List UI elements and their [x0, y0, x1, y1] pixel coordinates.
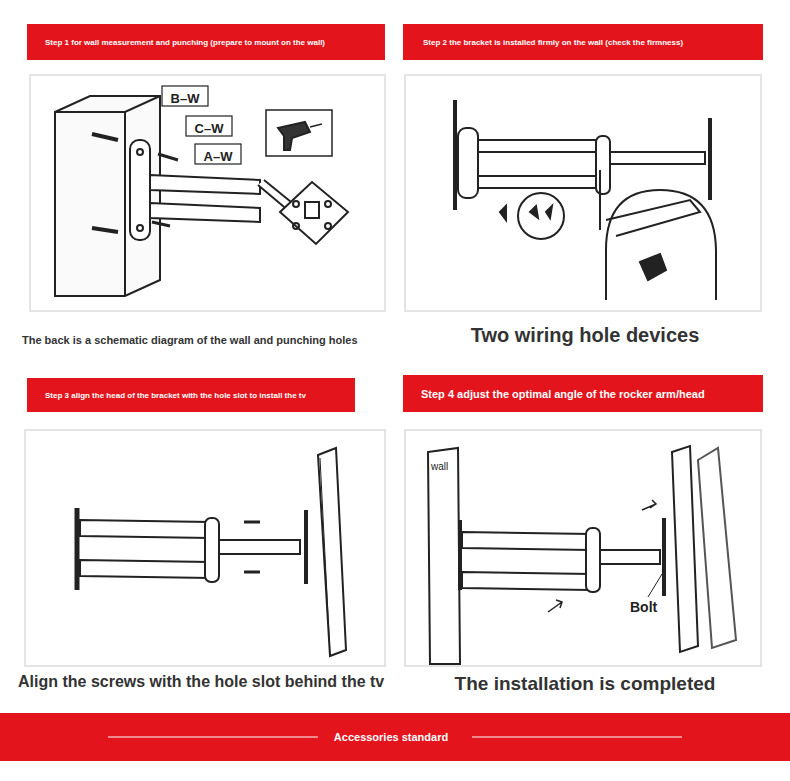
- drawing-stroke: [708, 118, 712, 200]
- drawing-stroke: [266, 110, 332, 156]
- drawing-stroke: [80, 520, 210, 578]
- drawing-stroke: [55, 96, 160, 296]
- drawing-stroke: [596, 136, 610, 194]
- caption-box: The installation is completed: [405, 673, 765, 695]
- drawing-stroke: [304, 510, 308, 584]
- drawing-stroke: [195, 144, 241, 164]
- drawing-stroke: [92, 134, 118, 232]
- drawing-stroke: [500, 206, 506, 220]
- drawing-stroke: [405, 430, 761, 666]
- drawing-stroke: [305, 202, 319, 218]
- step-text: Step 4 adjust the optimal angle of the r…: [421, 388, 705, 400]
- drawing-stroke: [55, 96, 160, 296]
- drawing-stroke: [130, 140, 150, 240]
- drawing-stroke: [150, 203, 260, 222]
- hole-code-box: A–W: [198, 147, 238, 165]
- drawing-stroke: [75, 508, 80, 590]
- drawing-stroke: [648, 574, 662, 597]
- wall-drilling-figure: [55, 86, 348, 296]
- drawing-stroke: [280, 182, 348, 244]
- drawing-stroke: [548, 600, 562, 612]
- drawing-stroke: [462, 532, 590, 590]
- hole-code-box: B–W: [165, 89, 205, 107]
- drawing-stroke: [150, 175, 260, 194]
- step-text: Step 3 align the head of the bracket wit…: [45, 391, 306, 400]
- drawing-stroke: [599, 170, 601, 230]
- hole-code: B–W: [171, 91, 200, 106]
- drawing-stroke: [137, 149, 143, 155]
- drawing-stroke: [318, 448, 346, 656]
- footer-band: Accessories standard: [0, 713, 790, 761]
- panel-frames: [25, 75, 761, 666]
- caption: The back is a schematic diagram of the w…: [22, 334, 358, 346]
- step-banner: Step 4 adjust the optimal angle of the r…: [403, 375, 763, 412]
- bottom-band-ground: [0, 713, 790, 761]
- drawing-stroke: [606, 190, 716, 300]
- wall-label: wall: [431, 461, 448, 472]
- drawing-stroke: [478, 140, 600, 188]
- step-banner: Step 3 align the head of the bracket wit…: [27, 378, 355, 412]
- hole-code: C–W: [195, 121, 224, 136]
- part-label-box: Bolt: [630, 598, 670, 616]
- drawing-stroke: [152, 154, 178, 226]
- drawing-stroke: [293, 223, 299, 229]
- drawing-stroke: [698, 448, 736, 648]
- step-text: Step 1 for wall measurement and punching…: [45, 38, 325, 47]
- band-title: Accessories standard: [328, 731, 454, 743]
- caption: The installation is completed: [455, 673, 716, 695]
- drawing-stroke: [405, 75, 761, 311]
- hole-code: A–W: [204, 149, 233, 164]
- drawing-stroke: [586, 528, 600, 592]
- drawing-stroke: [162, 86, 208, 106]
- drawing-stroke: [205, 518, 219, 582]
- drawing-stroke: [672, 446, 698, 652]
- drawing-stroke: [518, 193, 564, 239]
- drawing-stroke: [640, 254, 666, 280]
- drawing-stroke: [320, 458, 330, 654]
- step-banner: Step 1 for wall measurement and punching…: [27, 24, 385, 60]
- caption: Two wiring hole devices: [471, 324, 700, 347]
- drawing-stroke: [458, 128, 478, 198]
- caption: Align the screws with the hole slot behi…: [18, 673, 384, 691]
- drawing-stroke: [325, 223, 331, 229]
- drawing-stroke: [600, 550, 660, 564]
- caption-box: The back is a schematic diagram of the w…: [22, 330, 402, 348]
- drawing-stroke: [186, 116, 232, 136]
- caption-box: Align the screws with the hole slot behi…: [18, 673, 398, 691]
- drawing-stroke: [428, 448, 460, 664]
- drawing-stroke: [244, 522, 260, 572]
- drawing-stroke: [453, 100, 457, 210]
- drawing-stroke: [219, 540, 300, 554]
- tv-mount-figure: [77, 448, 346, 656]
- drawing-stroke: [530, 206, 552, 218]
- caption-box: Two wiring hole devices: [405, 324, 765, 347]
- completed-figure: [428, 446, 736, 664]
- drawing-stroke: [137, 225, 143, 231]
- drawing-stroke: [610, 152, 705, 164]
- hole-code-box: C–W: [189, 119, 229, 137]
- wall-label-box: wall: [431, 456, 457, 474]
- drawing-stroke: [30, 75, 385, 311]
- step-text: Step 2 the bracket is installed firmly o…: [423, 38, 683, 47]
- bracket-figure: [455, 100, 716, 300]
- drawing-stroke: [662, 518, 666, 596]
- step-banner: Step 2 the bracket is installed firmly o…: [403, 24, 763, 60]
- drawing-stroke: [278, 122, 310, 150]
- drawing-stroke: [642, 500, 656, 510]
- drawing-stroke: [293, 201, 299, 207]
- part-label: Bolt: [630, 599, 657, 615]
- drawing-stroke: [310, 124, 322, 127]
- drawing-stroke: [606, 200, 700, 236]
- drawing-stroke: [25, 430, 385, 666]
- drawing-stroke: [325, 201, 331, 207]
